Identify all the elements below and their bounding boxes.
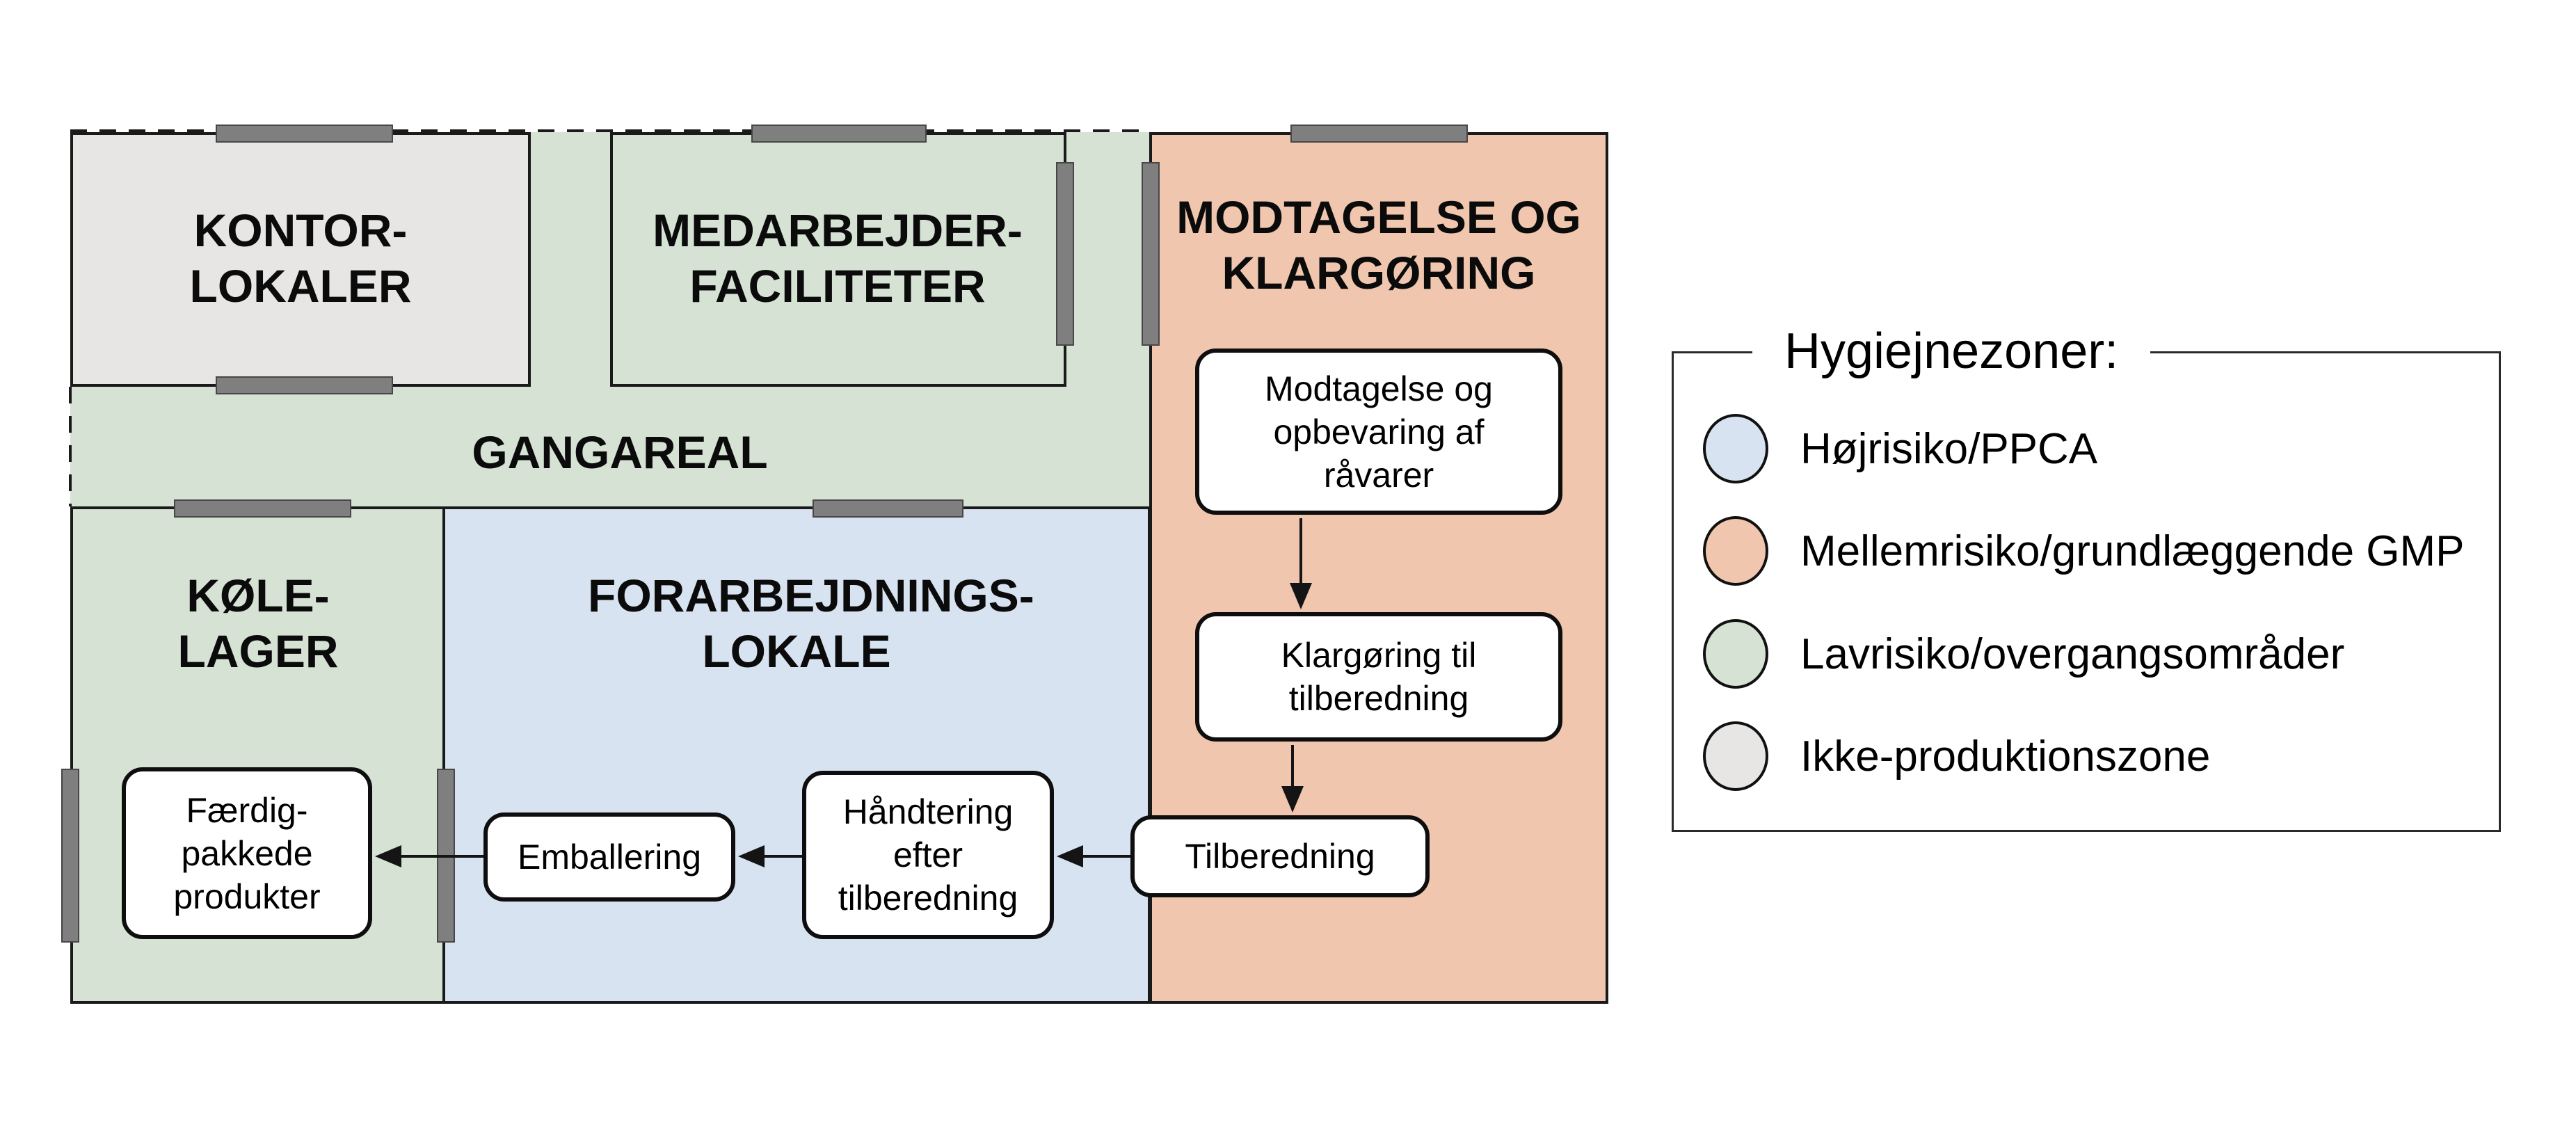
flow-box-modtagelse-raavarer: Modtagelse og opbevaring af råvarer bbox=[1195, 349, 1562, 515]
legend-item-mellemrisiko: Mellemrisiko/grundlæggende GMP bbox=[1703, 516, 2465, 586]
arrow-head-left bbox=[738, 845, 765, 867]
door-marker bbox=[216, 376, 393, 394]
label-forarbejdning: FORARBEJDNINGS-LOKALE bbox=[588, 570, 1034, 677]
door-marker bbox=[61, 769, 79, 943]
flow-box-emballering: Emballering bbox=[483, 812, 735, 902]
legend-swatch-mellemrisiko bbox=[1703, 516, 1768, 586]
arrow-line bbox=[1082, 855, 1130, 858]
label-medarbejder: MEDARBEJDER-FACILITETER bbox=[653, 205, 1023, 312]
flow-box-tilberedning: Tilberedning bbox=[1130, 815, 1430, 897]
arrow-head-down bbox=[1281, 786, 1304, 812]
legend-item-lavrisiko: Lavrisiko/overgangsområder bbox=[1703, 619, 2344, 689]
arrow-head-left bbox=[375, 845, 401, 867]
door-marker bbox=[174, 499, 351, 518]
door-marker bbox=[1290, 125, 1468, 143]
door-marker bbox=[751, 125, 927, 143]
legend-item-ikkeproduktion: Ikke-produktionszone bbox=[1703, 721, 2210, 791]
door-marker bbox=[1142, 162, 1160, 346]
door-marker bbox=[216, 125, 393, 143]
room-kontor bbox=[70, 132, 531, 387]
legend-swatch-lavrisiko bbox=[1703, 619, 1768, 689]
label-koelelager: KØLE-LAGER bbox=[177, 570, 339, 677]
label-gangareal: GANGAREAL bbox=[472, 426, 768, 478]
dashed-top-boundary bbox=[70, 129, 1149, 132]
flow-box-haandtering: Håndtering efter tilberedning bbox=[802, 771, 1054, 939]
dashed-left-boundary bbox=[69, 387, 72, 506]
arrow-head-left bbox=[1057, 845, 1083, 867]
door-marker bbox=[1056, 162, 1074, 346]
arrow-line bbox=[1299, 518, 1302, 584]
door-marker bbox=[813, 499, 963, 518]
legend-title: Hygiejnezoner: bbox=[1752, 322, 2151, 381]
legend-box bbox=[1672, 351, 2501, 832]
arrow-line bbox=[400, 855, 483, 858]
flow-box-klargoering: Klargøring til tilberedning bbox=[1195, 612, 1562, 742]
arrow-head-down bbox=[1290, 583, 1312, 609]
legend-swatch-hoejrisiko bbox=[1703, 414, 1768, 483]
legend-swatch-ikkeproduktion bbox=[1703, 721, 1768, 791]
label-kontor: KONTOR-LOKALER bbox=[189, 205, 412, 312]
legend-item-hoejrisiko: Højrisiko/PPCA bbox=[1703, 414, 2097, 483]
arrow-line bbox=[1291, 745, 1294, 787]
arrow-line bbox=[763, 855, 802, 858]
flow-box-faerdigpakkede: Færdig- pakkede produkter bbox=[122, 767, 372, 939]
